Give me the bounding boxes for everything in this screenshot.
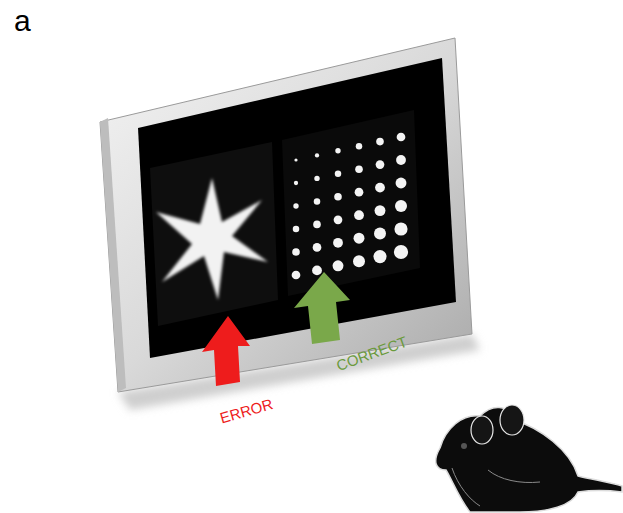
stimulus-dot [334, 193, 342, 201]
panel-letter: a [14, 4, 31, 38]
stimulus-dot [394, 222, 407, 235]
screen-frame [100, 38, 472, 392]
stimulus-dot [293, 203, 298, 208]
dot-grid-stimulus [292, 133, 408, 280]
stimulus-dot [335, 148, 340, 153]
error-arrow [202, 316, 250, 386]
stimulus-dot [396, 178, 407, 189]
stimulus-dot [333, 238, 343, 248]
stimulus-dot [333, 260, 344, 271]
stimulus-panel [282, 110, 420, 296]
stimulus-dot [374, 228, 386, 240]
stimulus-dot [292, 271, 301, 280]
stimulus-dot [354, 233, 365, 244]
stimulus-dot [354, 210, 364, 220]
mouse-illustration [436, 405, 622, 512]
stimulus-dot [376, 160, 385, 169]
stimulus-dot [312, 266, 322, 276]
stimulus-dot [376, 138, 384, 146]
stimulus-dot [356, 143, 363, 150]
stimulus-dot [355, 165, 363, 173]
screen-display [138, 58, 456, 358]
stimulus-dot [294, 181, 298, 185]
stimulus-dot [315, 153, 319, 157]
stimulus-dot [314, 198, 321, 205]
stimulus-dot [294, 158, 297, 161]
stimulus-dot [314, 176, 319, 181]
stimulus-dot [334, 215, 343, 224]
stimulus-dot [313, 221, 321, 229]
stimulus-dot [395, 200, 407, 212]
screen-frame-edge [100, 118, 126, 392]
stimulus-dot [313, 243, 322, 252]
stimulus-dot [373, 250, 386, 263]
error-label: ERROR [218, 395, 275, 426]
stimulus-dot [397, 133, 406, 142]
star-stimulus [156, 178, 268, 300]
stimulus-dot [394, 245, 408, 259]
stimulus-dot [375, 205, 386, 216]
stimulus-dot [353, 255, 365, 267]
correct-arrow [294, 272, 350, 344]
stimulus-dot [375, 183, 385, 193]
stimulus-dot [292, 248, 300, 256]
stimulus-dot [396, 155, 406, 165]
stimulus-dot [293, 226, 300, 233]
stimulus-panel [150, 142, 278, 326]
stimulus-dot [335, 171, 342, 178]
stimulus-dot [355, 188, 364, 197]
